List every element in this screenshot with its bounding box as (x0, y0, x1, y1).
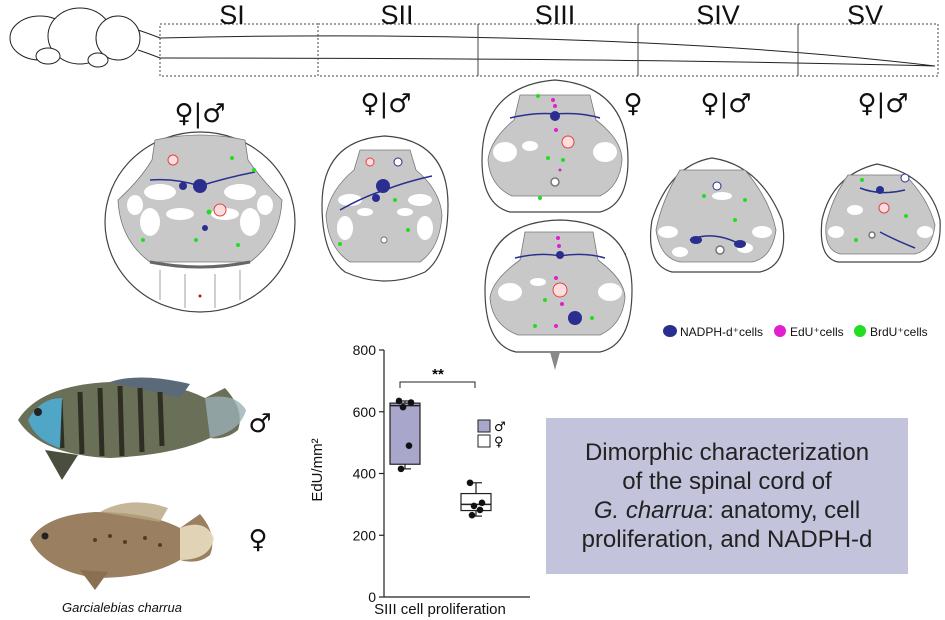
box-body (389, 402, 421, 465)
legend-label-brdu: BrdU⁺cells (870, 325, 928, 339)
section-sii (321, 135, 449, 282)
legend-label-edu: EdU⁺cells (790, 325, 844, 339)
y-tick-label: 0 (368, 589, 376, 605)
y-tick-label: 400 (353, 466, 377, 482)
section-sv (820, 163, 941, 263)
significance-marker: ** (432, 366, 444, 383)
y-tick-label: 200 (353, 527, 377, 543)
legend-label-nadph: NADPH-d⁺cells (680, 325, 763, 339)
cns-outline (9, 7, 936, 68)
title-line-2: of the spinal cord of (622, 468, 832, 495)
data-point (405, 442, 413, 450)
title-box: Dimorphic characterization of the spinal… (546, 418, 908, 574)
sex-label-siv: ♀|♂ (700, 89, 751, 119)
title-line-1: Dimorphic characterization (584, 439, 870, 466)
species-caption: Garcialebias charrua (62, 600, 182, 615)
title-line-3: G. charrua: anatomy, cell (594, 496, 860, 525)
segment-label-siv: SIV (696, 0, 740, 30)
data-point (395, 397, 403, 405)
data-point (476, 506, 484, 514)
chart-legend-swatch-female (477, 434, 491, 448)
title-line-4: proliferation, and NADPH-d (581, 526, 873, 553)
male-fish-image (18, 377, 246, 480)
female-fish-image (30, 502, 214, 590)
segment-boxes (159, 23, 939, 77)
data-point (466, 479, 474, 487)
y-tick-label: 800 (353, 342, 377, 358)
chart-legend-label-female: ♀ (494, 435, 504, 450)
section-si (104, 131, 296, 313)
legend-swatch-nadph (663, 325, 677, 337)
data-point (407, 399, 415, 406)
y-ticks: 0 200 400 600 800 (353, 342, 384, 605)
segment-label-sii: SII (380, 0, 413, 30)
chart-legend-label-male: ♂ (494, 420, 506, 435)
box-plots (389, 397, 492, 519)
title-line-3-rest: : anatomy, cell (707, 497, 861, 524)
data-point (399, 403, 407, 411)
section-siii-female (481, 79, 629, 213)
data-point (470, 502, 478, 510)
legend-swatch-edu (774, 325, 786, 337)
segment-label-sv: SV (847, 0, 883, 30)
chart-legend-swatch-male (477, 419, 491, 433)
y-axis-label: EdU/mm² (309, 438, 326, 501)
data-point (397, 465, 405, 473)
data-point (468, 511, 476, 519)
edu-chart: 0 200 400 600 800 EdU/mm² SIII cell prolifer… (309, 342, 530, 618)
box-body (460, 492, 492, 512)
cell-legend: NADPH-d⁺cells EdU⁺cells BrdU⁺cells (663, 325, 928, 339)
sex-label-sii: ♀|♂ (360, 89, 411, 119)
data-point (478, 499, 486, 507)
title-species-italic: G. charrua (593, 497, 708, 524)
sex-label-si: ♀|♂ (174, 99, 225, 129)
section-siii-male (484, 219, 633, 370)
section-siv (649, 157, 785, 273)
x-axis-label: SIII cell proliferation (374, 601, 506, 618)
sex-label-sv: ♀|♂ (857, 89, 908, 119)
sex-label-siii-female: ♀ (623, 89, 642, 119)
segment-label-si: SI (219, 0, 245, 30)
y-tick-label: 600 (353, 404, 377, 420)
significance-bracket (399, 381, 476, 388)
legend-swatch-brdu (854, 325, 866, 337)
female-fish-symbol: ♀ (248, 525, 267, 555)
segment-label-siii: SIII (535, 0, 576, 30)
male-fish-symbol: ♂ (248, 409, 271, 439)
